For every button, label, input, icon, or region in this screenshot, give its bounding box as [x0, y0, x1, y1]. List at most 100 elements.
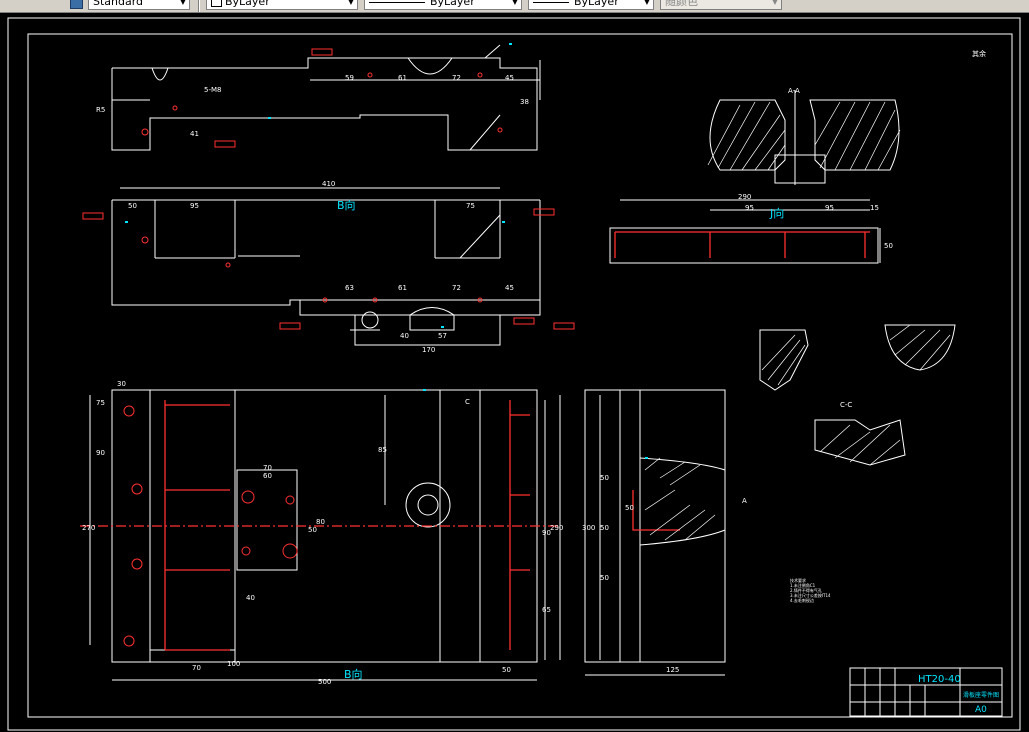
dim-text: 410: [322, 180, 335, 188]
dim-text: 125: [666, 666, 679, 674]
view-label-j: J向: [769, 206, 784, 220]
text-style-value: Standard: [93, 0, 144, 8]
dim-text: 100: [227, 660, 240, 668]
inner-border: [27, 33, 1013, 718]
dim-text: 50: [884, 242, 893, 250]
dim-text: 30: [117, 380, 126, 388]
chevron-down-icon: ▼: [771, 0, 778, 6]
chevron-down-icon: ▼: [179, 0, 186, 6]
layer-dropdown[interactable]: ByLayer ▼: [206, 0, 358, 10]
holes: [123, 72, 503, 647]
plot-style-dropdown[interactable]: 随颜色 ▼: [660, 0, 782, 10]
drawing-name: 滑板座零件图: [963, 691, 999, 699]
dim-text: 70: [192, 664, 201, 672]
dim-text: 40: [400, 332, 409, 340]
dim-text: R5: [96, 106, 105, 114]
front-view: [89, 389, 561, 681]
dim-text: 85: [378, 446, 387, 454]
dimension-markers: [125, 43, 648, 459]
chevron-down-icon: ▼: [511, 0, 518, 6]
cad-drawing[interactable]: 59 61 72 45 38 41 R5 5-M8 410 50 95 75 6…: [0, 13, 1029, 732]
layer-value: ByLayer: [225, 0, 270, 8]
text-style-dropdown[interactable]: Standard ▼: [88, 0, 190, 10]
dim-text: 90: [542, 529, 551, 537]
dim-text: 95: [745, 204, 754, 212]
side-view: [584, 389, 726, 676]
dim-text: 500: [318, 678, 331, 686]
detail-label: C: [465, 398, 470, 406]
dim-text: 61: [398, 284, 407, 292]
dim-text: 40: [246, 594, 255, 602]
dim-text: 5-M8: [204, 86, 221, 94]
dim-text: 50: [600, 524, 609, 532]
view-labels: B向 B向 J向 HT20-40 滑板座零件图 A0: [337, 198, 999, 715]
section-aa-label: A-A: [788, 87, 800, 95]
dim-text: 38: [520, 98, 529, 106]
dim-text: 60: [263, 472, 272, 480]
detail-views: [759, 324, 956, 466]
red-reinforcement-lines: [80, 231, 870, 651]
dimension-text: 59 61 72 45 38 41 R5 5-M8 410 50 95 75 6…: [82, 49, 986, 686]
notes-line: 4.去毛刺锐边: [790, 597, 814, 603]
j-view: [609, 199, 881, 264]
dim-text: 90: [96, 449, 105, 457]
notes-line: 技术要求: [790, 577, 806, 583]
dim-text: 50: [128, 202, 137, 210]
dim-text: 75: [466, 202, 475, 210]
notes-line: 3.未注尺寸公差按IT14: [790, 592, 831, 598]
linetype-value: ByLayer: [430, 0, 475, 8]
chevron-down-icon: ▼: [643, 0, 650, 6]
lineweight-value: ByLayer: [574, 0, 619, 8]
view-label-b-middle: B向: [337, 198, 356, 212]
dim-text: 290: [738, 193, 751, 201]
dim-text: 72: [452, 284, 461, 292]
notes-line: 2.铸件不得有气孔: [790, 587, 822, 593]
dim-text: 45: [505, 284, 514, 292]
corner-note: 其余: [972, 49, 986, 58]
dim-text: 50: [600, 474, 609, 482]
material-label: HT20-40: [918, 674, 961, 685]
detail-label: C-C: [840, 401, 852, 409]
dim-text: 72: [452, 74, 461, 82]
section-aa: [709, 90, 900, 185]
drawing-canvas[interactable]: 59 61 72 45 38 41 R5 5-M8 410 50 95 75 6…: [0, 13, 1029, 732]
notes-line: 1.未注倒角C1: [790, 582, 816, 588]
linetype-preview-icon: [369, 1, 425, 3]
dim-text: 290: [550, 524, 563, 532]
color-swatch-icon: [211, 0, 222, 7]
dim-text: 70: [263, 464, 272, 472]
dim-text: 45: [505, 74, 514, 82]
view-label-b-front: B向: [344, 667, 363, 681]
dim-text: 65: [542, 606, 551, 614]
detail-label: A: [742, 497, 747, 505]
dim-text: 95: [190, 202, 199, 210]
tolerance-frames: [82, 48, 575, 330]
middle-view: [111, 187, 541, 346]
dim-text: 63: [345, 284, 354, 292]
text-style-icon[interactable]: [70, 0, 83, 9]
scale-label: A0: [975, 705, 987, 715]
dim-text: 57: [438, 332, 447, 340]
dim-text: 59: [345, 74, 354, 82]
dim-text: 75: [96, 399, 105, 407]
dim-text: 15: [870, 204, 879, 212]
dim-text: 80: [316, 518, 325, 526]
outer-border: [7, 17, 1021, 731]
toolbar-separator: [198, 0, 200, 12]
hatching: [644, 101, 951, 541]
title-block: [849, 667, 1003, 717]
dim-text: 95: [825, 204, 834, 212]
linetype-dropdown[interactable]: ByLayer ▼: [364, 0, 522, 10]
dim-text: 170: [422, 346, 435, 354]
dim-text: 50: [625, 504, 634, 512]
lineweight-dropdown[interactable]: ByLayer ▼: [528, 0, 654, 10]
properties-toolbar: Standard ▼ ByLayer ▼ ByLayer ▼ ByLayer ▼…: [0, 0, 1029, 13]
dim-text: 61: [398, 74, 407, 82]
dim-text: 270: [82, 524, 95, 532]
plot-style-value: 随颜色: [665, 0, 698, 8]
dim-text: 50: [308, 526, 317, 534]
dim-text: 300: [582, 524, 595, 532]
dim-text: 50: [600, 574, 609, 582]
dim-text: 41: [190, 130, 199, 138]
